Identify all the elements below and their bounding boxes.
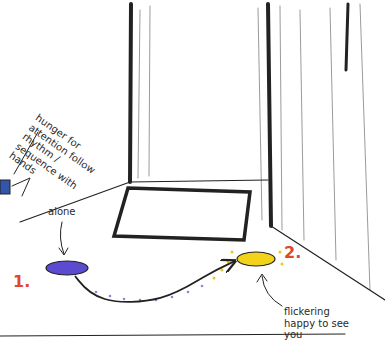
wall-edge bbox=[130, 4, 131, 182]
leader-arrow bbox=[257, 274, 267, 282]
callout-number: 2. bbox=[284, 243, 301, 262]
camera-icon bbox=[0, 180, 10, 194]
spot-ellipse bbox=[236, 251, 276, 267]
handwritten-note: flickering happy to see you bbox=[284, 306, 360, 341]
floor-spot: 1. bbox=[45, 260, 89, 276]
floor-line bbox=[20, 180, 385, 300]
path-arrow bbox=[75, 261, 235, 302]
wall-edge bbox=[346, 4, 348, 70]
leader-arrow bbox=[59, 248, 68, 255]
floor-square bbox=[114, 188, 250, 240]
camera-icon bbox=[12, 178, 30, 196]
floor-spot: 2. bbox=[236, 251, 276, 267]
wall-edge bbox=[268, 4, 271, 226]
handwritten-note: hunger for attention follow rhythm / seq… bbox=[7, 112, 109, 207]
hatching bbox=[138, 4, 370, 290]
leader-arrow bbox=[60, 222, 64, 254]
leader-arrow bbox=[262, 276, 282, 306]
callout-number: 1. bbox=[13, 272, 30, 291]
handwritten-note: alone bbox=[48, 206, 108, 218]
dot-trail bbox=[95, 251, 284, 302]
spot-ellipse bbox=[45, 260, 89, 276]
